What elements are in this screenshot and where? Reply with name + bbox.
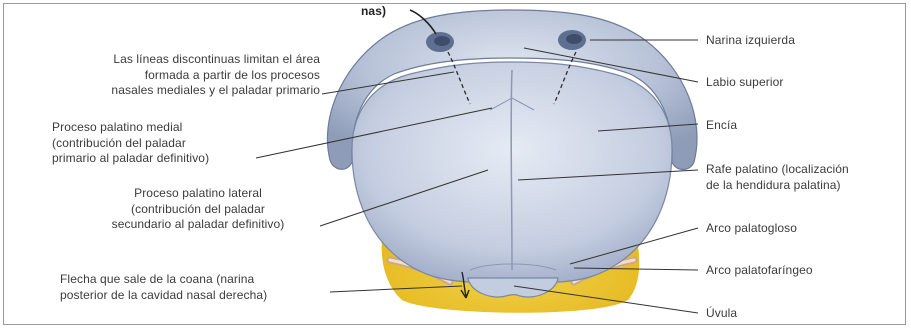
narina-label: Narina izquierda bbox=[706, 33, 795, 49]
choana-arrow-label: Flecha que sale de la coana (narina post… bbox=[60, 272, 267, 303]
palatogloso-label: Arco palatogloso bbox=[706, 221, 797, 237]
labio-label: Labio superior bbox=[706, 75, 783, 91]
lateral-process-label: Proceso palatino lateral (contribución d… bbox=[74, 186, 322, 233]
rafe-label: Rafe palatino (localización de la hendid… bbox=[706, 162, 849, 193]
encia-label: Encía bbox=[706, 118, 737, 134]
palatine-raphe bbox=[511, 70, 512, 270]
medial-process-label: Proceso palatino medial (contribución de… bbox=[52, 120, 209, 167]
top-fragment-label: nas) bbox=[361, 4, 386, 20]
uvula-label: Úvula bbox=[706, 306, 737, 322]
palatofaringeo-label: Arco palatofaríngeo bbox=[706, 263, 813, 279]
nostril-left-inner bbox=[566, 34, 582, 44]
nostril-right-inner bbox=[434, 36, 450, 46]
dashed-lines-label: Las líneas discontinuas limitan el área … bbox=[40, 52, 320, 99]
